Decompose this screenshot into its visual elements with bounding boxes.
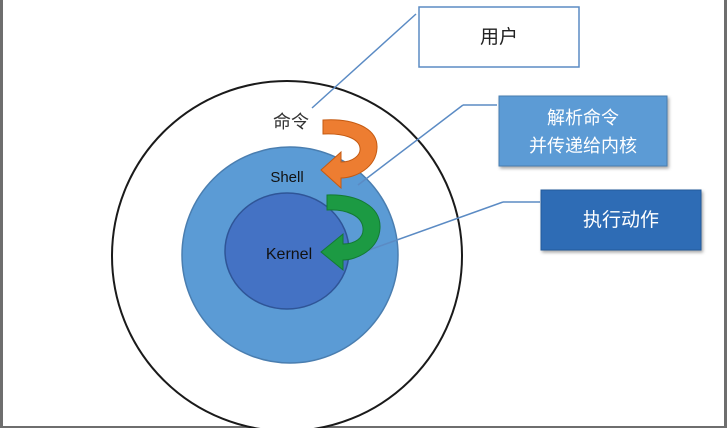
os-layer-diagram: 命令 Shell Kernel 用户 解析命令 并传递给内核 执行动作: [111, 6, 702, 428]
callout-shell-line2: 并传递给内核: [529, 136, 637, 157]
leader-line-kernel-diag: [354, 201, 504, 256]
shell-label: Shell: [270, 169, 303, 186]
callout-shell: [498, 95, 668, 167]
callout-shell-line1: 解析命令: [547, 108, 619, 129]
kernel-label: Kernel: [266, 246, 312, 263]
orange-curved-arrow: [320, 119, 378, 190]
leader-line-shell-diag: [357, 104, 464, 186]
callout-kernel: [540, 189, 702, 251]
callout-user-text: 用户: [480, 26, 518, 48]
leader-line-user: [311, 13, 417, 109]
command-label: 命令: [273, 112, 309, 133]
callout-kernel-text: 执行动作: [583, 209, 659, 231]
green-curved-arrow: [320, 194, 381, 272]
callout-user: 用户: [418, 6, 580, 68]
